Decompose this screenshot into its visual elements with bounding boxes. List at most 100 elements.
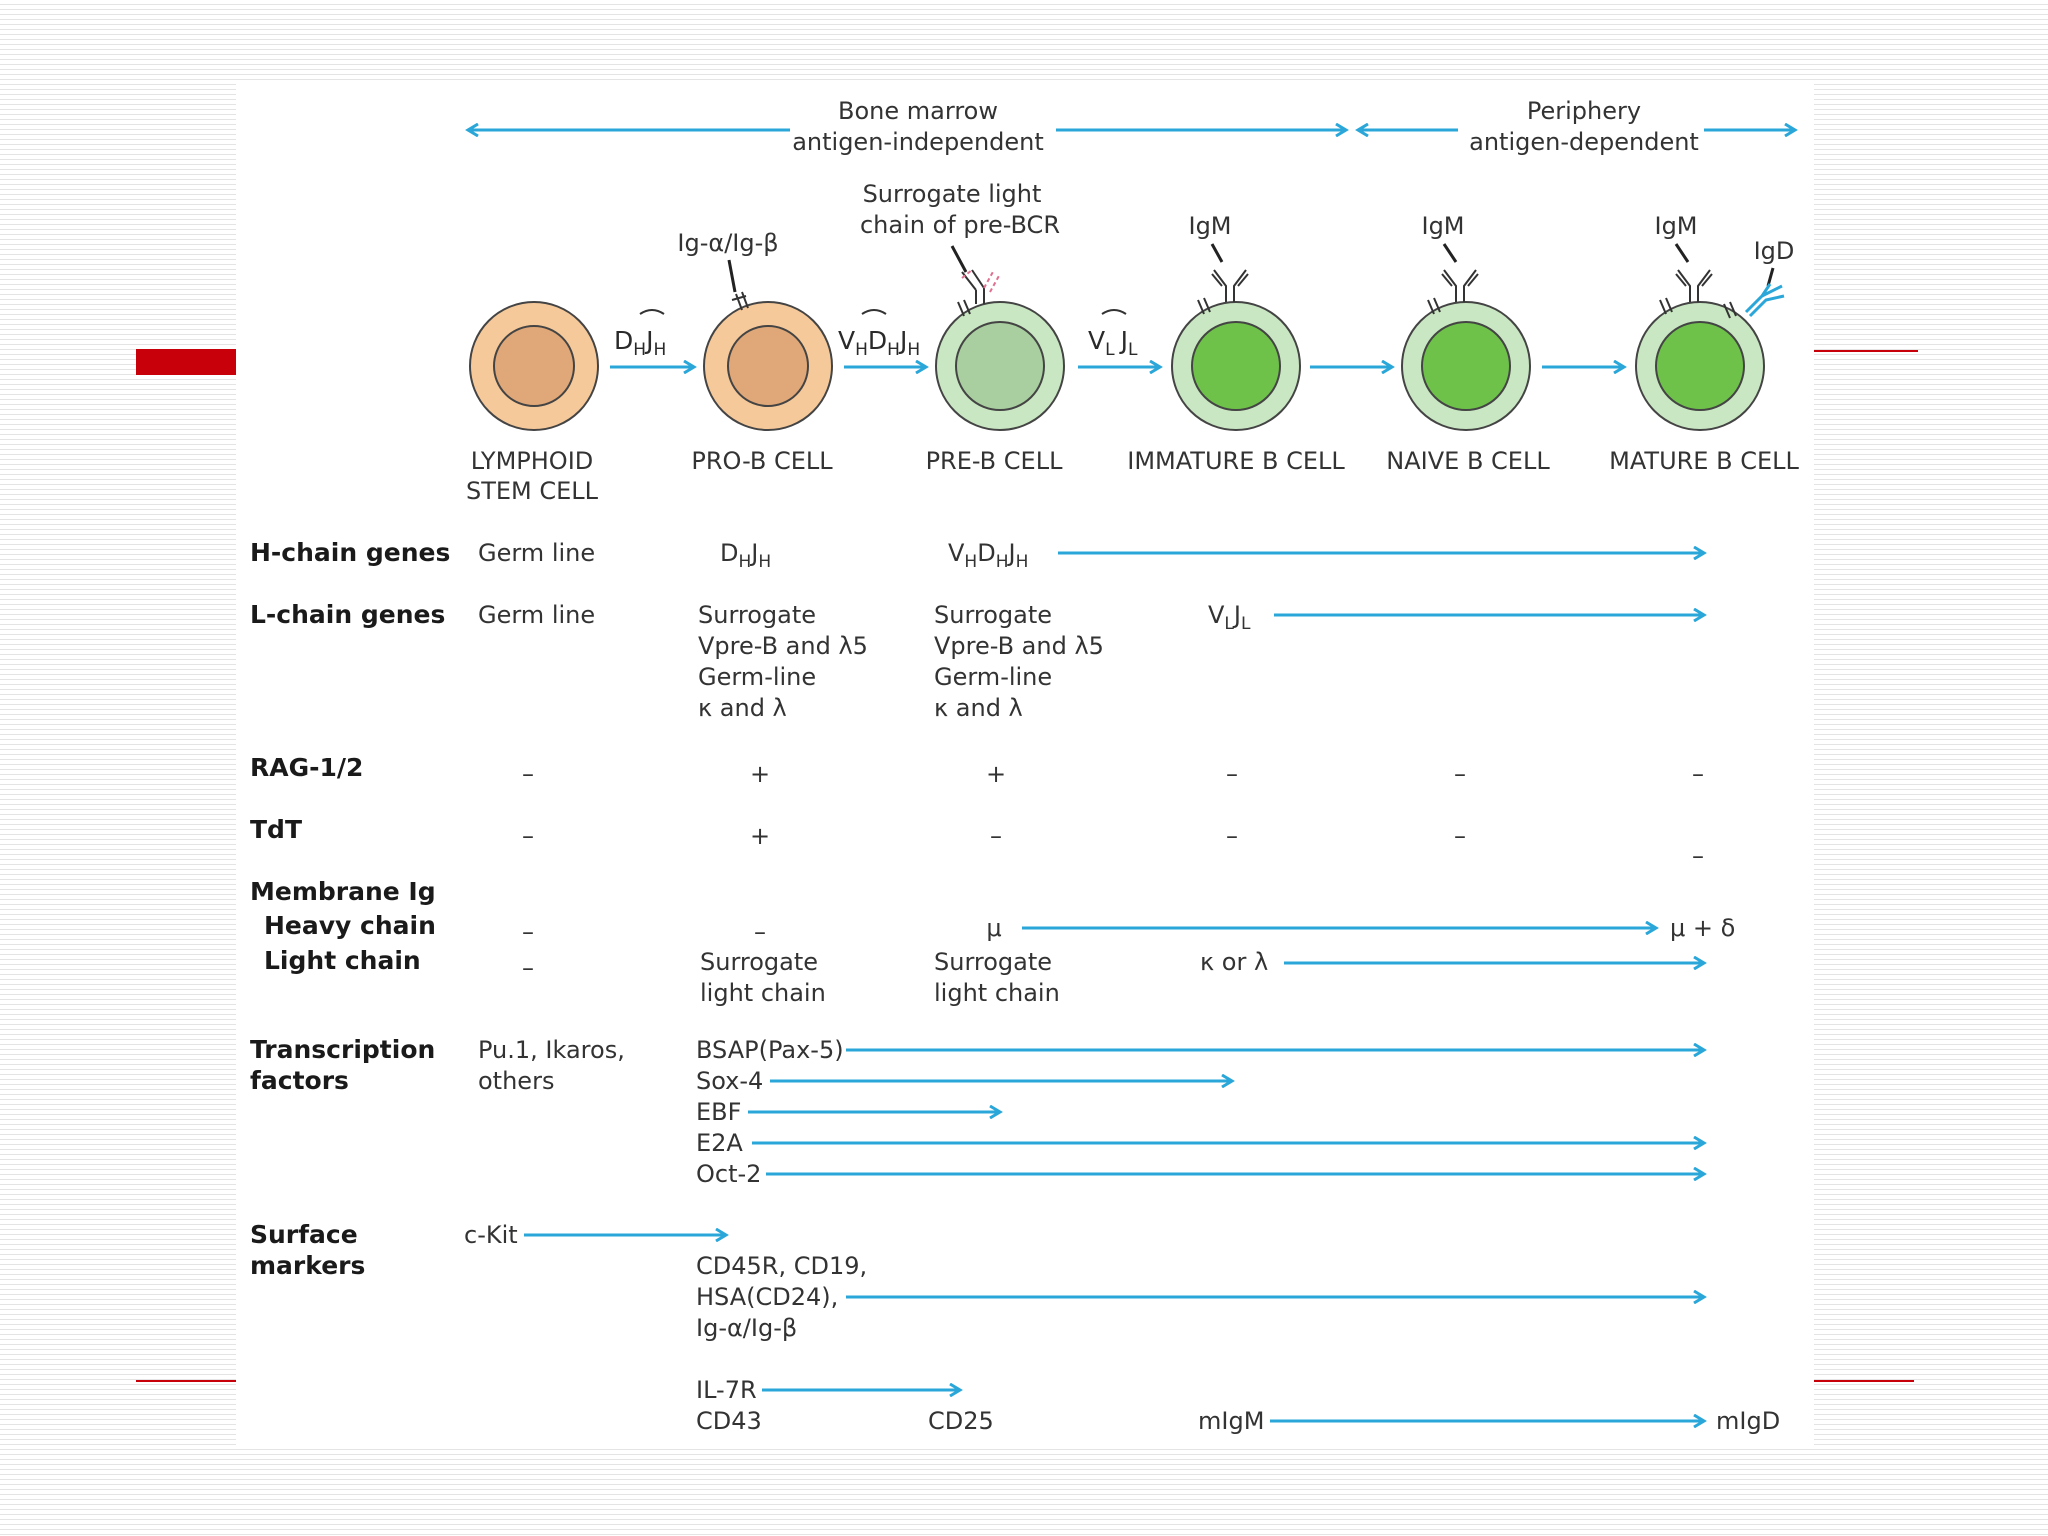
tdt-immature: – [1226, 822, 1238, 850]
bone-marrow-label: Bone marrow [838, 97, 998, 125]
heavy-lymphoid: – [522, 918, 534, 946]
cell-label-pro-b: PRO-B CELL [691, 447, 833, 475]
cell-label-lymphoid: LYMPHOID [471, 447, 594, 475]
marker-migd: mIgD [1716, 1407, 1780, 1435]
row-label-tdt: TdT [250, 815, 302, 844]
row-label-rag: RAG-1/2 [250, 753, 363, 782]
light-pre-b-line1: Surrogate [934, 948, 1052, 976]
row-label-l-chain: L-chain genes [250, 600, 445, 629]
tf-sox4: Sox-4 [696, 1067, 763, 1095]
tf-oct2: Oct-2 [696, 1160, 761, 1188]
rag-pre-b: + [986, 760, 1006, 788]
surrogate-callout-line1: Surrogate light [863, 180, 1042, 208]
rag-mature: – [1692, 760, 1704, 788]
h-chain-dj: DHJH [720, 539, 771, 572]
heavy-mature-mu-delta: μ + δ [1670, 914, 1735, 942]
surrogate-callout-line2: chain of pre-BCR [860, 211, 1060, 239]
tdt-naive: – [1454, 822, 1466, 850]
marker-cd45r-cd19: CD45R, CD19, [696, 1252, 867, 1280]
rag-pro-b: + [750, 760, 770, 788]
tf-ebf: EBF [696, 1098, 741, 1126]
ig-alpha-beta-icon [731, 291, 749, 311]
l-chain-pro-b-line4: κ and λ [698, 694, 787, 722]
row-surface-markers: Surface markers c-Kit CD45R, CD19, HSA(C… [250, 1220, 1780, 1435]
accent-line-bottom-left [136, 1380, 236, 1382]
antigen-dependent-label: antigen-dependent [1469, 128, 1699, 156]
h-chain-germ-line: Germ line [478, 539, 595, 567]
tf-others: others [478, 1067, 554, 1095]
l-chain-pre-b-line2: Vpre-B and λ5 [934, 632, 1104, 660]
l-chain-pro-b-line1: Surrogate [698, 601, 816, 629]
tdt-lymphoid: – [522, 822, 534, 850]
tf-e2a: E2A [696, 1129, 743, 1157]
cell-label-pre-b: PRE-B CELL [926, 447, 1064, 475]
tf-bsap: BSAP(Pax-5) [696, 1036, 844, 1064]
svg-text:VLJL: VLJL [1088, 326, 1138, 360]
bone-marrow-span: Bone marrow antigen-independent [468, 97, 1346, 156]
igm-callout-naive: IgM [1421, 212, 1464, 240]
svg-text:DHJH: DHJH [614, 326, 666, 360]
l-chain-pre-b-line1: Surrogate [934, 601, 1052, 629]
igd-antibody-icon [1744, 283, 1785, 318]
pre-bcr-receptor-icon [957, 269, 1001, 317]
cell-naive-b [1401, 269, 1531, 431]
tdt-pro-b: + [750, 822, 770, 850]
antigen-independent-label: antigen-independent [792, 128, 1044, 156]
light-lymphoid: – [522, 954, 534, 982]
light-pro-b-line2: light chain [700, 979, 826, 1007]
cell-pre-b [935, 269, 1065, 431]
svg-text:VHDHJH: VHDHJH [838, 326, 920, 360]
cell-mature-b [1635, 269, 1785, 431]
row-tdt: TdT – + – – – – [250, 815, 1704, 870]
light-kappa-lambda: κ or λ [1200, 948, 1268, 976]
row-l-chain: L-chain genes Germ line Surrogate Vpre-B… [250, 600, 1704, 722]
l-chain-pre-b-line3: Germ-line [934, 663, 1052, 691]
rag-immature: – [1226, 760, 1238, 788]
cell-label-naive-b: NAIVE B CELL [1386, 447, 1550, 475]
row-h-chain: H-chain genes Germ line DHJH VHDHJH [250, 538, 1704, 572]
accent-line-bottom-right [1814, 1380, 1914, 1382]
ig-alpha-beta-pointer [727, 259, 737, 293]
igm-pointer-mature [1674, 243, 1690, 263]
marker-migm: mIgM [1198, 1407, 1264, 1435]
igm-callout-mature: IgM [1654, 212, 1697, 240]
tdt-pre-b: – [990, 822, 1002, 850]
row-label-tf-line1: Transcription [250, 1035, 435, 1064]
l-chain-vj: VLJL [1208, 601, 1251, 634]
row-label-surface-line1: Surface [250, 1220, 358, 1249]
row-label-membrane-ig: Membrane Ig [250, 877, 436, 906]
igm-antibody-icon [1659, 269, 1737, 319]
igm-callout-immature: IgM [1188, 212, 1231, 240]
dj-rearrangement: DHJH [610, 309, 694, 367]
marker-hsa-cd24: HSA(CD24), [696, 1283, 838, 1311]
accent-bar-left [136, 349, 236, 375]
row-membrane-ig: Membrane Ig Heavy chain Light chain – – … [250, 877, 1735, 1007]
ig-alpha-beta-callout: Ig-α/Ig-β [677, 229, 778, 257]
rag-naive: – [1454, 760, 1466, 788]
row-label-h-chain: H-chain genes [250, 538, 450, 567]
row-label-surface-line2: markers [250, 1251, 365, 1280]
tdt-mature: – [1692, 842, 1704, 870]
row-label-tf-line2: factors [250, 1066, 349, 1095]
vdj-rearrangement: VHDHJH [838, 309, 926, 367]
cell-label-immature-b: IMMATURE B CELL [1127, 447, 1345, 475]
cell-label-stem: STEM CELL [466, 477, 599, 505]
heavy-pro-b: – [754, 918, 766, 946]
marker-il7r: IL-7R [696, 1376, 757, 1404]
igd-pointer [1766, 267, 1775, 287]
row-label-light-chain: Light chain [264, 946, 421, 975]
l-chain-pro-b-line2: Vpre-B and λ5 [698, 632, 868, 660]
cell-lymphoid-stem [469, 301, 599, 431]
l-chain-pro-b-line3: Germ-line [698, 663, 816, 691]
marker-cd25: CD25 [928, 1407, 994, 1435]
h-chain-vdj: VHDHJH [948, 539, 1028, 572]
l-chain-pre-b-line4: κ and λ [934, 694, 1023, 722]
cell-label-mature-b: MATURE B CELL [1609, 447, 1799, 475]
l-chain-germ-line: Germ line [478, 601, 595, 629]
marker-cd43: CD43 [696, 1407, 762, 1435]
row-rag: RAG-1/2 – + + – – – [250, 753, 1704, 788]
b-cell-development-diagram: Bone marrow antigen-independent Peripher… [250, 97, 1799, 1435]
cell-pro-b [703, 291, 833, 431]
igd-callout: IgD [1754, 237, 1795, 265]
